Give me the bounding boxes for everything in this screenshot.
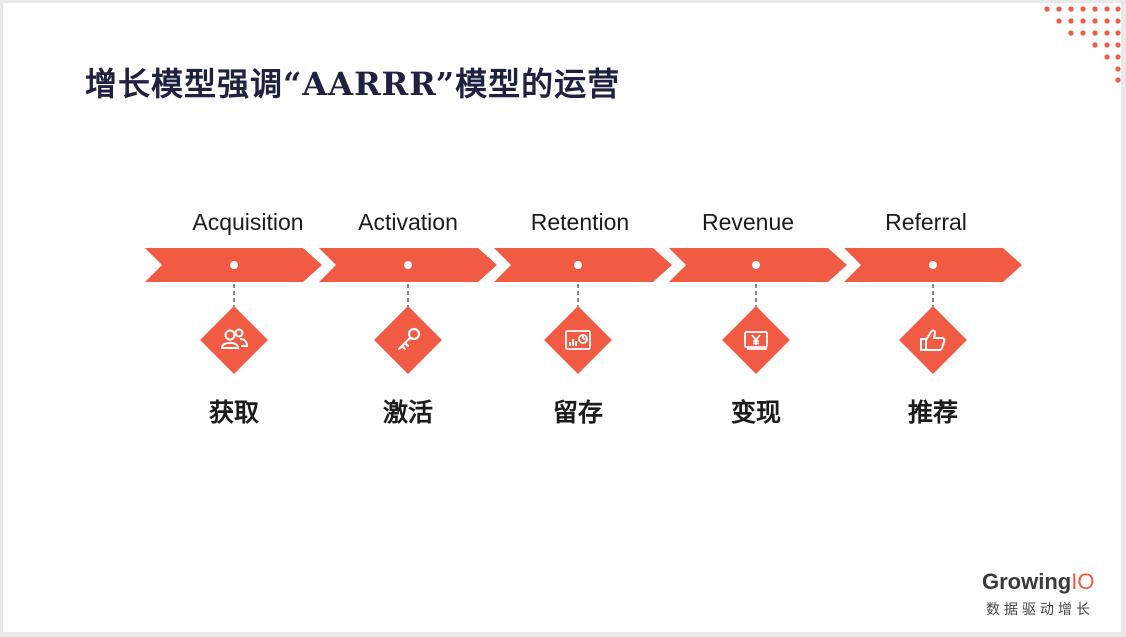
stage-label-activation: Activation bbox=[358, 209, 458, 235]
node-dot-activation bbox=[404, 261, 412, 269]
stage-label-referral: Referral bbox=[885, 209, 967, 235]
slide: 增长模型强调“AARRR”模型的运营 Acquisition Activatio… bbox=[3, 3, 1121, 632]
brand-name-part1: Growing bbox=[982, 569, 1072, 594]
growingio-logo: GrowingIO bbox=[982, 569, 1094, 595]
thumbs-up-icon bbox=[920, 329, 946, 351]
chevron-retention bbox=[494, 248, 672, 282]
stage-cn-activation: 激活 bbox=[382, 398, 433, 427]
node-dot-referral bbox=[929, 261, 937, 269]
stage-label-retention: Retention bbox=[530, 209, 630, 235]
slide-title: 增长模型强调“AARRR”模型的运营 bbox=[85, 65, 621, 103]
decorative-dot-grid bbox=[1044, 6, 1121, 83]
yen-icon bbox=[744, 331, 768, 350]
node-dot-acquisition bbox=[230, 261, 238, 269]
stage-label-acquisition: Acquisition bbox=[192, 209, 304, 235]
stage-cn-acquisition: 获取 bbox=[208, 398, 259, 427]
node-dot-retention bbox=[574, 261, 582, 269]
key-icon bbox=[397, 327, 421, 351]
stage-cn-revenue: 变现 bbox=[730, 398, 781, 427]
users-icon bbox=[220, 328, 249, 349]
dashboard-icon bbox=[565, 330, 591, 350]
node-dot-revenue bbox=[752, 261, 760, 269]
stage-label-revenue: Revenue bbox=[701, 209, 795, 235]
stage-cn-retention: 留存 bbox=[552, 398, 603, 427]
stage-cn-referral: 推荐 bbox=[907, 398, 958, 427]
brand-name-part2: IO bbox=[1071, 569, 1095, 594]
funnel-arrow-band bbox=[145, 248, 1022, 308]
brand-tagline: 数据驱动增长 bbox=[986, 602, 1094, 618]
